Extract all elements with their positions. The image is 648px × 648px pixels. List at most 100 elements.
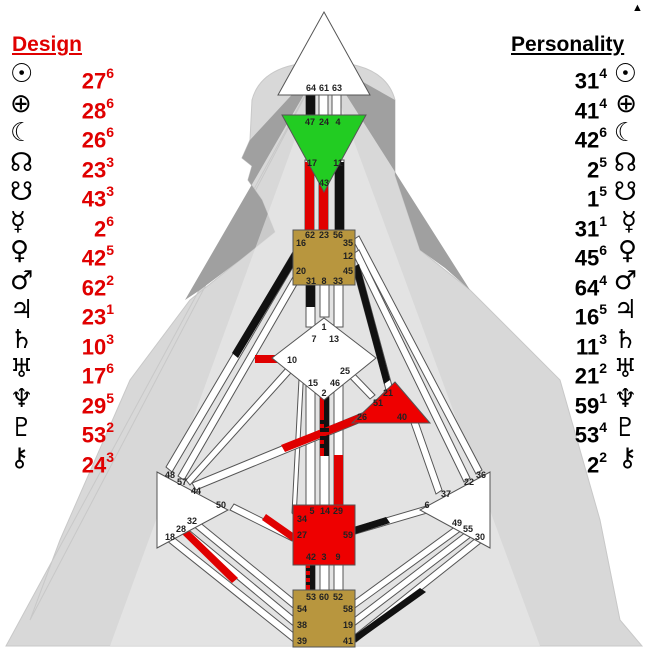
gate-label: 33 — [333, 276, 343, 286]
mercury-icon: ☿ — [621, 206, 637, 237]
gate-line-value: 311 — [575, 210, 607, 242]
planet-row: ☉ 276 — [10, 59, 128, 93]
planet-row: ⚷22 — [525, 443, 643, 477]
gate-label: 39 — [297, 636, 307, 646]
planet-row: ☾426 — [525, 118, 643, 152]
personality-planet-list: ☉314⊕414☾426☊25☋15☿311♀456♂644♃165♄113♅2… — [525, 59, 643, 477]
personality-title: Personality — [511, 33, 625, 56]
gate-number: 43 — [81, 186, 107, 212]
line-number: 2 — [599, 448, 607, 465]
gate-label: 9 — [335, 552, 340, 562]
gate-line-value: 591 — [575, 387, 607, 419]
channel-8-1 — [319, 281, 330, 318]
channel-35-36 — [352, 235, 483, 475]
planet-row: ☋433 — [10, 177, 128, 212]
gate-label: 24 — [319, 117, 329, 127]
activation-27 — [262, 514, 296, 541]
gate-label: 55 — [463, 524, 473, 534]
gate-number: 2 — [586, 156, 600, 182]
gate-number: 23 — [81, 304, 107, 330]
gate-label: 30 — [475, 532, 485, 542]
gate-label: 19 — [343, 620, 353, 630]
gate-label: 5 — [309, 506, 314, 516]
gate-label: 26 — [357, 412, 367, 422]
sun-icon: ☉ — [613, 59, 637, 89]
channel-15-5 — [305, 384, 316, 508]
gate-label: 53 — [306, 592, 316, 602]
line-number: 1 — [599, 212, 607, 229]
activation-29 — [334, 455, 343, 507]
gate-label: 45 — [343, 266, 353, 276]
gate-number: 53 — [81, 422, 107, 448]
gate-number: 27 — [81, 68, 107, 94]
gate-line-value: 425 — [82, 239, 114, 271]
line-number: 4 — [599, 65, 607, 81]
activation-43 — [319, 185, 328, 230]
planet-row: ♂644 — [525, 266, 643, 300]
line-number: 1 — [106, 301, 114, 317]
line-number: 5 — [106, 242, 114, 258]
planet-row: ☿26 — [10, 206, 128, 241]
gate-label: 37 — [441, 489, 451, 499]
activation-59 — [348, 517, 390, 535]
venus-icon: ♀ — [617, 236, 637, 266]
ajna-center — [281, 114, 367, 194]
gate-label: 3 — [321, 552, 326, 562]
gate-label: 35 — [343, 238, 353, 248]
planet-row: ☾266 — [10, 118, 128, 152]
triangle-logo-icon[interactable]: ▲ — [632, 2, 643, 14]
planet-row: ☿ 311 — [525, 206, 643, 241]
planet-row: ⊕286 — [10, 89, 128, 123]
line-number: 2 — [106, 271, 114, 288]
gate-label: 62 — [305, 230, 315, 240]
gate-label: 38 — [297, 620, 307, 630]
gate-label: 15 — [308, 378, 318, 388]
line-number: 6 — [106, 65, 114, 81]
gate-line-value: 534 — [575, 416, 607, 448]
throat-center — [292, 229, 356, 286]
gate-number: 45 — [574, 245, 600, 271]
line-number: 3 — [106, 330, 114, 347]
gate-label: 6 — [424, 500, 429, 510]
activation-16 — [232, 245, 303, 358]
gate-label: 36 — [476, 470, 486, 480]
line-number: 3 — [106, 448, 114, 465]
gate-label: 47 — [305, 117, 315, 127]
gate-line-value: 113 — [576, 328, 607, 360]
mars-icon: ♂ — [10, 265, 34, 296]
gate-label: 34 — [297, 514, 307, 524]
line-number: 2 — [106, 419, 114, 435]
gate-label: 20 — [296, 266, 306, 276]
spleen-center — [156, 471, 230, 549]
line-number: 6 — [599, 242, 607, 258]
activation-41 — [352, 588, 426, 642]
centers — [156, 10, 491, 648]
sun-icon: ☉ — [10, 59, 34, 89]
south-node-icon: ☋ — [613, 177, 637, 207]
planet-row: ☉314 — [525, 59, 643, 93]
gate-line-value: 266 — [82, 121, 114, 153]
gate-number: 29 — [81, 392, 107, 418]
saturn-icon: ♄ — [10, 324, 34, 355]
activation-11 — [335, 162, 344, 230]
venus-icon: ♀ — [10, 236, 30, 266]
gate-label: 12 — [343, 251, 353, 261]
mercury-icon: ☿ — [10, 206, 26, 237]
line-number: 2 — [599, 360, 607, 376]
gate-label: 32 — [187, 516, 197, 526]
north-node-icon: ☊ — [613, 147, 637, 178]
channel-12-22 — [352, 249, 471, 483]
activation-64 — [306, 95, 315, 117]
activation-10 — [255, 355, 285, 363]
design-title: Design — [12, 33, 83, 56]
planet-row: ♃165 — [525, 295, 643, 330]
gate-number: 16 — [574, 304, 600, 330]
planet-row: ♇532 — [10, 413, 128, 448]
gate-number: 42 — [81, 245, 107, 271]
activation-18 — [178, 526, 238, 583]
heart-center — [350, 381, 432, 424]
gate-line-value: 276 — [82, 62, 114, 94]
gate-number: 64 — [574, 274, 600, 300]
gate-line-value: 414 — [575, 92, 607, 124]
